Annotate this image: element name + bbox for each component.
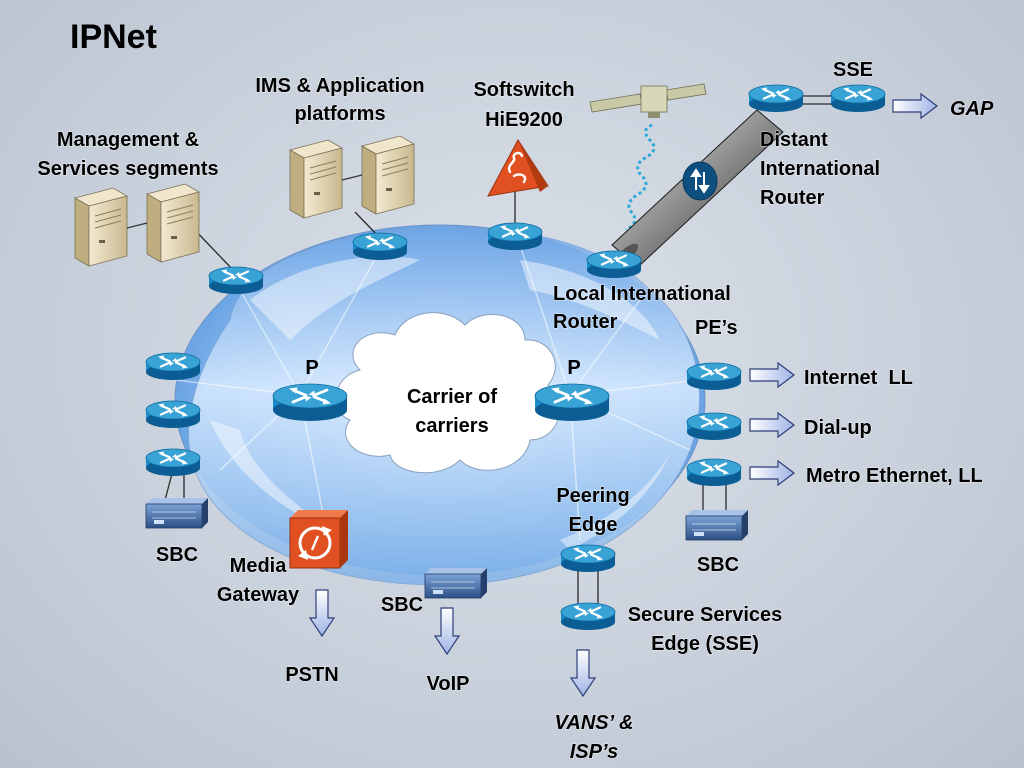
router-softswitch: [486, 221, 544, 252]
label-sbc-right: SBC: [697, 554, 739, 576]
arrow-internet: [749, 362, 795, 388]
router-management: [207, 265, 265, 296]
label-local-router-line1: Local International: [553, 283, 731, 305]
label-distant-router-line3: Router: [760, 187, 825, 209]
router-left-3: [144, 447, 202, 478]
router-p-right: [533, 382, 611, 423]
label-management-line2: Services segments: [37, 158, 218, 180]
label-voip: VoIP: [427, 673, 470, 695]
label-secure-services-line2: Edge (SSE): [651, 633, 759, 655]
label-internet: Internet LL: [804, 367, 913, 389]
router-distant-international: [747, 83, 805, 114]
router-secure-services-edge: [559, 601, 617, 632]
management-servers: [74, 183, 200, 267]
router-left-1: [144, 351, 202, 382]
exchange-icon: [690, 168, 710, 194]
label-distant-router-line1: Distant: [760, 129, 828, 151]
carrier-cloud: [335, 312, 561, 474]
router-ims: [351, 231, 409, 262]
label-distant-router-line2: International: [760, 158, 880, 180]
router-p-left: [271, 382, 349, 423]
label-sse-top: SSE: [833, 59, 873, 81]
sbc-bottom-box: [424, 567, 488, 599]
label-sbc-bottom: SBC: [381, 594, 423, 616]
label-dialup: Dial-up: [804, 417, 872, 439]
router-left-2: [144, 399, 202, 430]
ims-server-1: [289, 139, 343, 219]
arrow-metro: [749, 460, 795, 486]
arrow-voip: [434, 607, 460, 655]
satellite-link: [589, 83, 707, 232]
router-local-international: [585, 249, 643, 280]
label-pstn: PSTN: [285, 664, 338, 686]
label-peering-line1: Peering: [556, 485, 629, 507]
label-media-gateway-line1: Media: [230, 555, 288, 577]
label-ims-line1: IMS & Application: [255, 75, 424, 97]
label-p-right: P: [567, 357, 580, 379]
sbc-left-box: [145, 497, 209, 529]
label-media-gateway-line2: Gateway: [217, 584, 300, 606]
management-server-1: [74, 187, 128, 267]
ims-servers: [289, 135, 415, 219]
router-sse-top: [829, 83, 887, 114]
label-metro: Metro Ethernet, LL: [806, 465, 983, 487]
label-carrier-line1: Carrier of: [407, 386, 497, 408]
label-gap: GAP: [950, 98, 994, 120]
label-carrier-line2: carriers: [415, 415, 488, 437]
label-softswitch-line2: HiE9200: [485, 109, 563, 131]
arrow-dialup: [749, 412, 795, 438]
label-softswitch-line1: Softswitch: [473, 79, 574, 101]
label-management-line1: Management &: [57, 129, 199, 151]
label-p-left: P: [305, 357, 318, 379]
arrow-gap: [892, 93, 938, 119]
label-vans-line2: ISP’s: [570, 741, 619, 763]
label-local-router-line2: Router: [553, 311, 618, 333]
softswitch-icon: [487, 139, 549, 197]
management-server-2: [146, 183, 200, 263]
page-title: IPNet: [70, 18, 157, 56]
label-vans-line1: VANS’ &: [555, 712, 634, 734]
router-pe-2: [685, 411, 743, 442]
satellite-icon: [589, 83, 707, 118]
sbc-right-box: [685, 509, 749, 541]
router-peering-edge: [559, 543, 617, 574]
label-ims-line2: platforms: [294, 103, 385, 125]
international-tube: [611, 109, 784, 269]
label-secure-services-line1: Secure Services: [628, 604, 783, 626]
arrow-pstn: [309, 589, 335, 637]
media-gateway-icon: [289, 510, 348, 569]
label-sbc-left: SBC: [156, 544, 198, 566]
arrow-vans: [570, 649, 596, 697]
label-pes: PE’s: [695, 317, 738, 339]
router-pe-3: [685, 457, 743, 488]
router-pe-1: [685, 361, 743, 392]
label-peering-line2: Edge: [569, 514, 618, 536]
ims-server-2: [361, 135, 415, 215]
